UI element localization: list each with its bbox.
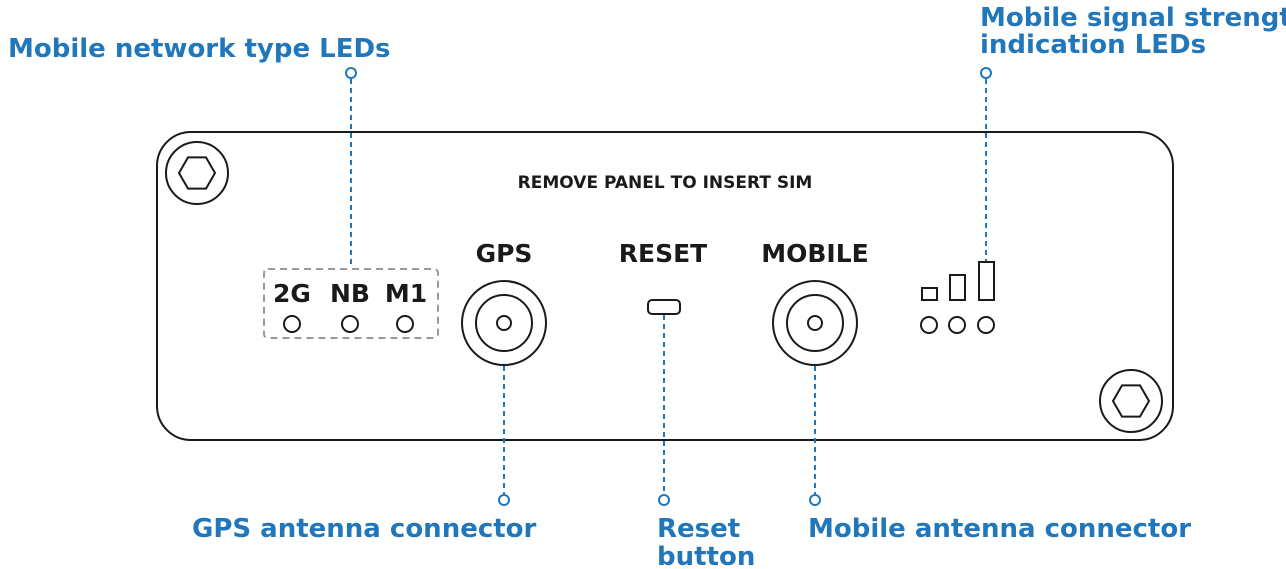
callout-signal-strength-line1: Mobile signal strength [980,3,1286,33]
reset-label: RESET [619,239,707,268]
leader-pin-reset [658,494,670,506]
callout-network-type-leds: Mobile network type LEDs [8,34,391,64]
led-label-2g: 2G [273,279,311,308]
reset-button[interactable] [647,299,681,315]
screw-top-left-icon [165,141,229,205]
device-panel-outline [156,131,1174,441]
mobile-antenna-connector[interactable] [772,280,858,366]
led-m1 [396,315,414,333]
callout-reset-line2: button [657,542,755,569]
led-2g [283,315,301,333]
callout-reset-line1: Reset [657,514,740,544]
leader-pin-signal-strength [980,67,992,79]
mobile-label: MOBILE [761,239,869,268]
callout-signal-strength-line2: indication LEDs [980,30,1206,60]
signal-led-1 [920,316,938,334]
signal-strength-icon [921,261,995,301]
led-label-m1: M1 [385,279,427,308]
led-nb [341,315,359,333]
gps-antenna-connector[interactable] [461,280,547,366]
screw-bottom-right-icon [1099,369,1163,433]
callout-mobile-connector: Mobile antenna connector [808,514,1191,544]
leader-pin-network-type [345,67,357,79]
gps-label: GPS [476,239,533,268]
signal-led-3 [977,316,995,334]
sim-notice-text: REMOVE PANEL TO INSERT SIM [518,173,813,193]
leader-pin-mobile [809,494,821,506]
leader-pin-gps [498,494,510,506]
callout-gps-connector: GPS antenna connector [192,514,537,544]
signal-led-2 [948,316,966,334]
led-label-nb: NB [330,279,370,308]
